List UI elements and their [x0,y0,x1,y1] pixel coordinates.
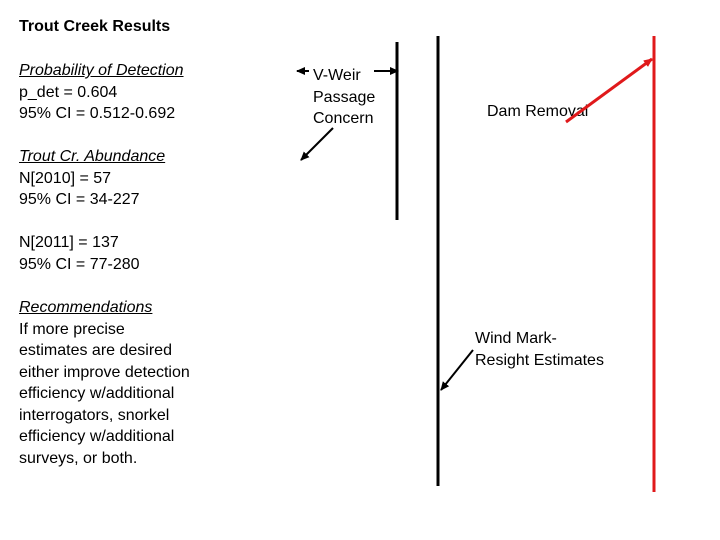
abundance-ci2010: 95% CI = 34-227 [19,191,140,208]
abundance-2011-block: N[2011] = 137 95% CI = 77-280 [19,232,140,275]
recommendations-block: Recommendations If more precise estimate… [19,297,190,469]
detection-block: Probability of Detection p_det = 0.604 9… [19,60,184,125]
recommendations-line: interrogators, snorkel [19,406,170,424]
dam-removal-label: Dam Removal [487,103,589,120]
abundance-block: Trout Cr. Abundance N[2010] = 57 95% CI … [19,146,165,211]
vweir-label-line: Concern [313,110,374,127]
abundance-n2010: N[2010] = 57 [19,169,112,187]
abundance-heading: Trout Cr. Abundance [19,148,166,165]
vweir-down-arrow [300,127,334,161]
recommendations-line: efficiency w/additional [19,428,175,445]
recommendations-heading: Recommendations [19,299,153,316]
vweir-label-line: Passage [313,88,376,106]
wind-estimate-arrow [440,349,474,391]
abundance-ci2011: 95% CI = 77-280 [19,255,140,273]
vweir-label-line: V-Weir [313,67,361,84]
detection-heading: Probability of Detection [19,62,184,79]
abundance-n2011: N[2011] = 137 [19,234,119,251]
wind-label: Wind Mark- Resight Estimates [475,328,604,371]
recommendations-line: either improve detection [19,363,190,381]
recommendations-line: If more precise [19,320,125,338]
dam-removal-arrow [565,57,653,124]
wind-label-line: Resight Estimates [475,351,604,369]
recommendations-line: efficiency w/additional [19,385,175,402]
recommendations-line: surveys, or both. [19,449,138,467]
vweir-label: V-Weir Passage Concern [313,65,375,130]
recommendations-line: estimates are desired [19,342,172,359]
page-title: Trout Creek Results [19,18,171,35]
detection-estimate: p_det = 0.604 [19,83,118,101]
detection-ci: 95% CI = 0.512-0.692 [19,105,176,122]
wind-label-line: Wind Mark- [475,330,557,347]
